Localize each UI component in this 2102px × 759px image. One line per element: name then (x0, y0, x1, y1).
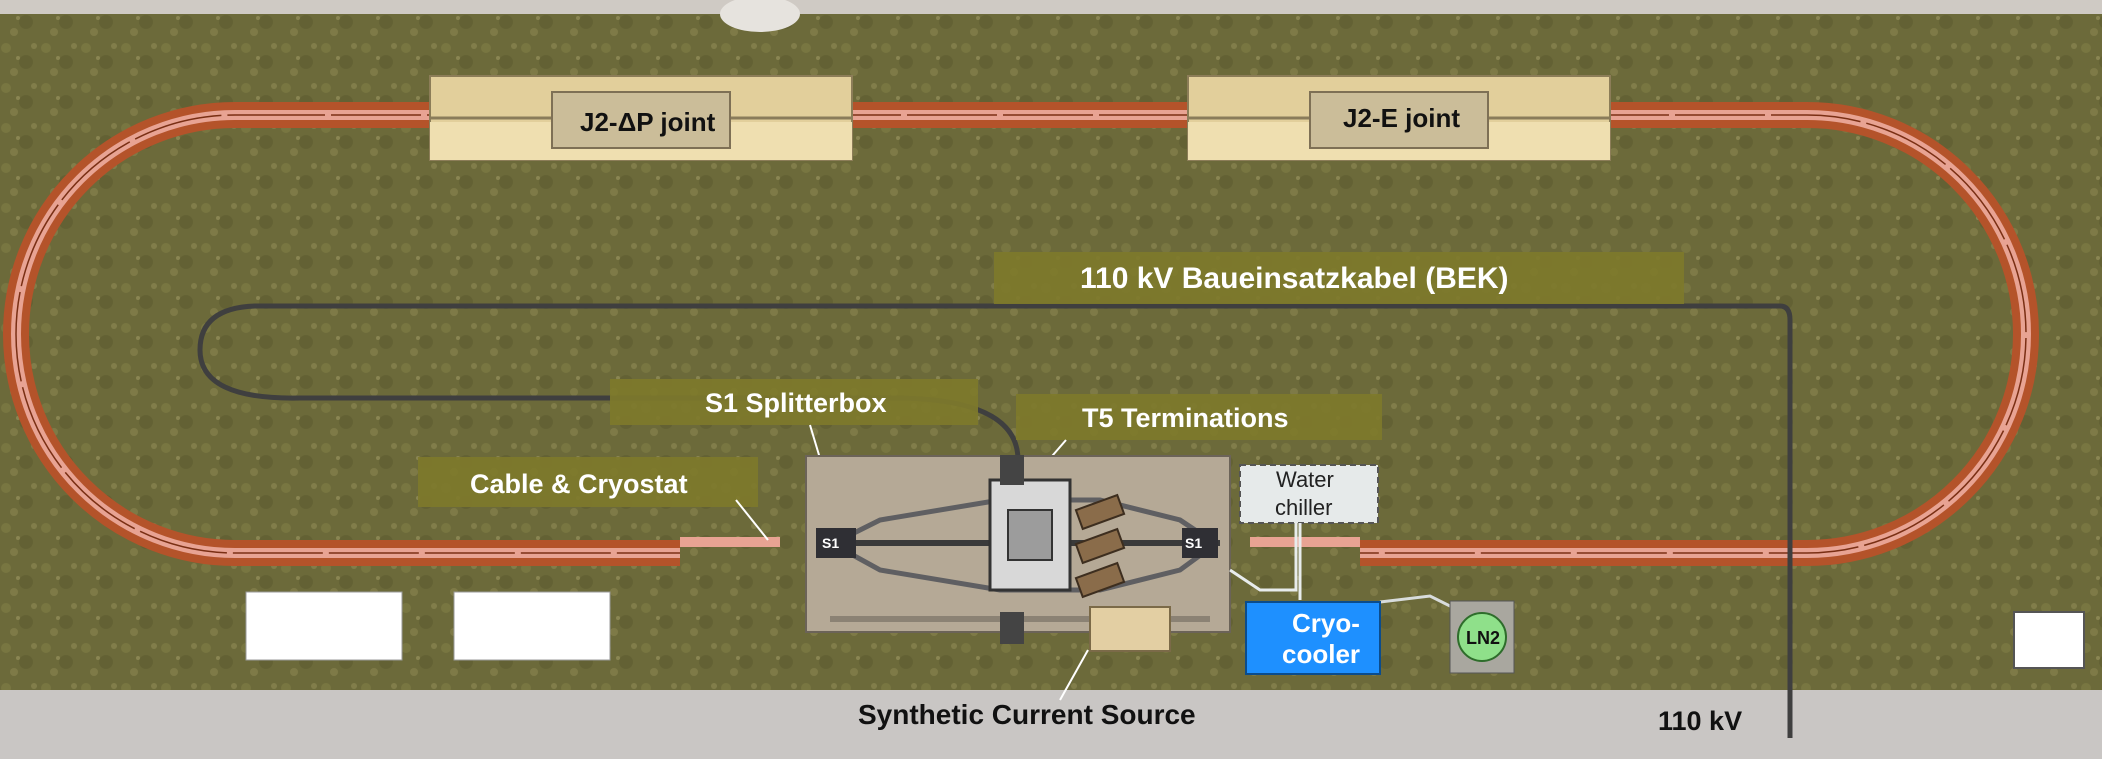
light-patch (720, 0, 800, 32)
water-chiller-box (1239, 464, 1379, 524)
cryocooler-line1: Cryo- (1292, 608, 1360, 638)
joint-box-left (429, 75, 853, 161)
leader-current-source (1059, 649, 1089, 701)
joint-left-label: J2-ΔP joint (580, 107, 716, 137)
bek-label-plate (994, 252, 1684, 304)
container-2 (453, 591, 611, 661)
container-3 (2013, 611, 2085, 669)
bek-cable-path (197, 303, 1793, 738)
cable-stub-right (1250, 537, 1360, 547)
splitterbox-label: S1 Splitterbox (705, 388, 887, 418)
road-strip (0, 690, 2102, 759)
kv110-label: 110 kV (1658, 706, 1742, 736)
cable-cryostat-label: Cable & Cryostat (470, 469, 688, 499)
water-chiller-line2: chiller (1275, 495, 1332, 520)
s1-left-label: S1 (822, 535, 839, 551)
ln2-label: LN2 (1466, 628, 1500, 648)
cryocooler-line2: cooler (1282, 639, 1360, 669)
central-platform (805, 455, 1231, 644)
water-chiller-line1: Water (1276, 467, 1334, 492)
s1-right-label: S1 (1185, 535, 1202, 551)
joint-box-right (1187, 75, 1611, 161)
container-1 (245, 591, 403, 661)
current-source-label: Synthetic Current Source (858, 699, 1196, 730)
chiller-pipe (1229, 523, 1298, 592)
cable-cryostat-label-plate (418, 457, 758, 507)
splitterbox-label-plate (610, 379, 978, 425)
terminations-label: T5 Terminations (1082, 403, 1289, 433)
current-source-box (1089, 606, 1171, 652)
joint-right-label: J2-E joint (1343, 103, 1460, 133)
cable-stub-left (680, 537, 780, 547)
bek-label: 110 kV Baueinsatzkabel (BEK) (1080, 262, 1509, 295)
leader-cable (735, 499, 769, 541)
cryocooler-box (1245, 601, 1381, 675)
ln2-tank (1457, 612, 1507, 662)
terminations-label-plate (1016, 394, 1382, 440)
